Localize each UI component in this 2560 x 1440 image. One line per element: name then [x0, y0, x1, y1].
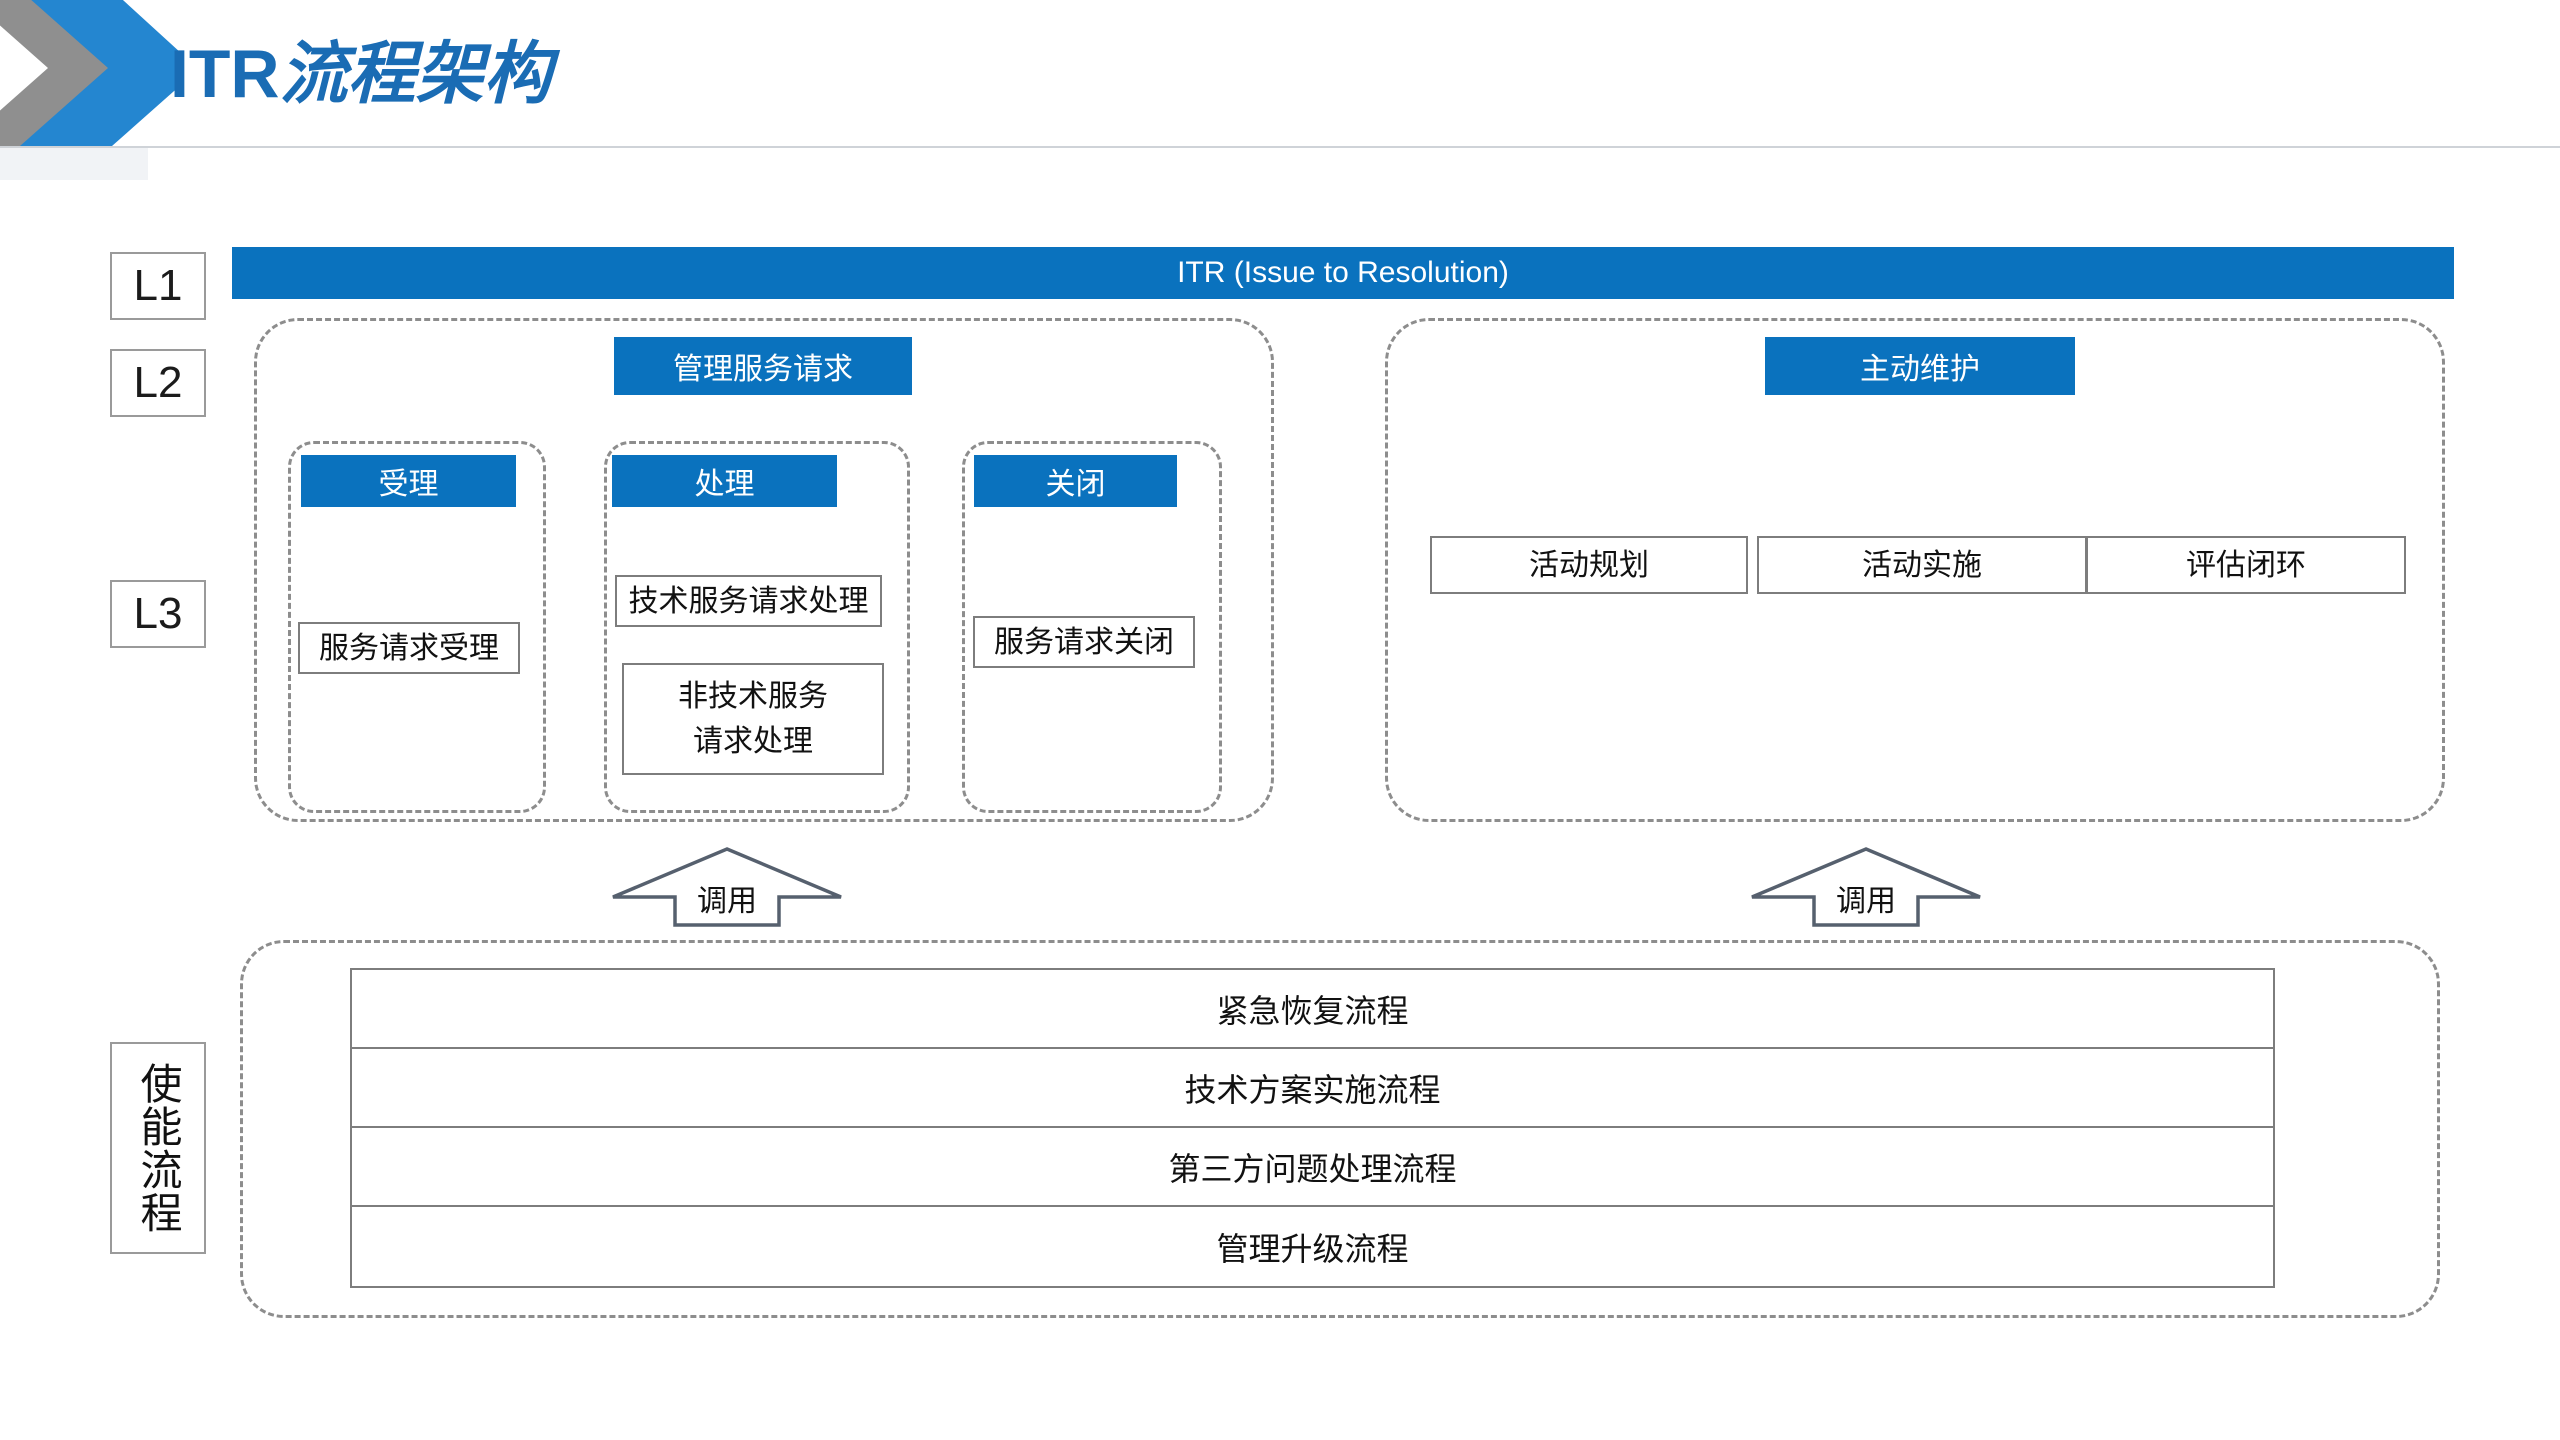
call-label-right: 调用 — [1836, 885, 1896, 918]
header-divider — [0, 146, 2560, 148]
enabling-process-row[interactable]: 第三方问题处理流程 — [352, 1128, 2273, 1207]
group-enabling-processes — [240, 940, 2440, 1318]
activity-box-activity-planning[interactable]: 活动规划 — [1430, 536, 1748, 594]
subgroup-accept — [288, 441, 546, 813]
up-arrow-icon-right-call: 调用 — [1748, 845, 1984, 927]
activity-box-nontechnical-service-request-handling[interactable]: 非技术服务 请求处理 — [622, 663, 884, 775]
group-proactive-maintenance — [1385, 318, 2445, 822]
chip-handle[interactable]: 处理 — [612, 455, 837, 507]
page-header: ITR流程架构 — [0, 0, 2560, 180]
header-corner-tab — [0, 148, 148, 180]
level-label-l2: L2 — [110, 349, 206, 417]
enabling-process-row[interactable]: 技术方案实施流程 — [352, 1049, 2273, 1128]
page-title: ITR流程架构 — [170, 18, 552, 117]
chip-proactive-maintenance[interactable]: 主动维护 — [1765, 337, 2075, 395]
chip-manage-service-request[interactable]: 管理服务请求 — [614, 337, 912, 395]
level-label-enabling-process: 使能流程 — [110, 1042, 206, 1254]
subgroup-close — [962, 441, 1222, 813]
activity-box-service-request-close[interactable]: 服务请求关闭 — [973, 616, 1195, 668]
double-chevron-right-icon — [0, 0, 182, 146]
enabling-process-table: 紧急恢复流程 技术方案实施流程 第三方问题处理流程 管理升级流程 — [350, 968, 2275, 1288]
call-label-left: 调用 — [697, 885, 757, 918]
l1-itr-bar: ITR (Issue to Resolution) — [232, 247, 2454, 299]
enabling-process-row[interactable]: 紧急恢复流程 — [352, 970, 2273, 1049]
page-title-cjk: 流程架构 — [279, 36, 552, 112]
activity-box-activity-execution[interactable]: 活动实施 — [1757, 536, 2087, 594]
activity-box-line-1: 非技术服务 — [678, 680, 828, 713]
chip-close[interactable]: 关闭 — [974, 455, 1177, 507]
level-label-l1: L1 — [110, 252, 206, 320]
level-label-l3: L3 — [110, 580, 206, 648]
activity-box-evaluation-closure[interactable]: 评估闭环 — [2086, 536, 2406, 594]
group-manage-service-request — [254, 318, 1274, 822]
chip-accept[interactable]: 受理 — [301, 455, 516, 507]
activity-box-service-request-accept[interactable]: 服务请求受理 — [298, 622, 520, 674]
subgroup-handle — [604, 441, 910, 813]
enabling-label-text: 使能流程 — [135, 1062, 183, 1234]
activity-box-technical-service-request-handling[interactable]: 技术服务请求处理 — [615, 575, 882, 627]
up-arrow-icon-left-call: 调用 — [609, 845, 845, 927]
activity-box-line-2: 请求处理 — [693, 725, 813, 758]
page-title-latin: ITR — [170, 36, 280, 112]
enabling-process-row[interactable]: 管理升级流程 — [1216, 1230, 1409, 1267]
